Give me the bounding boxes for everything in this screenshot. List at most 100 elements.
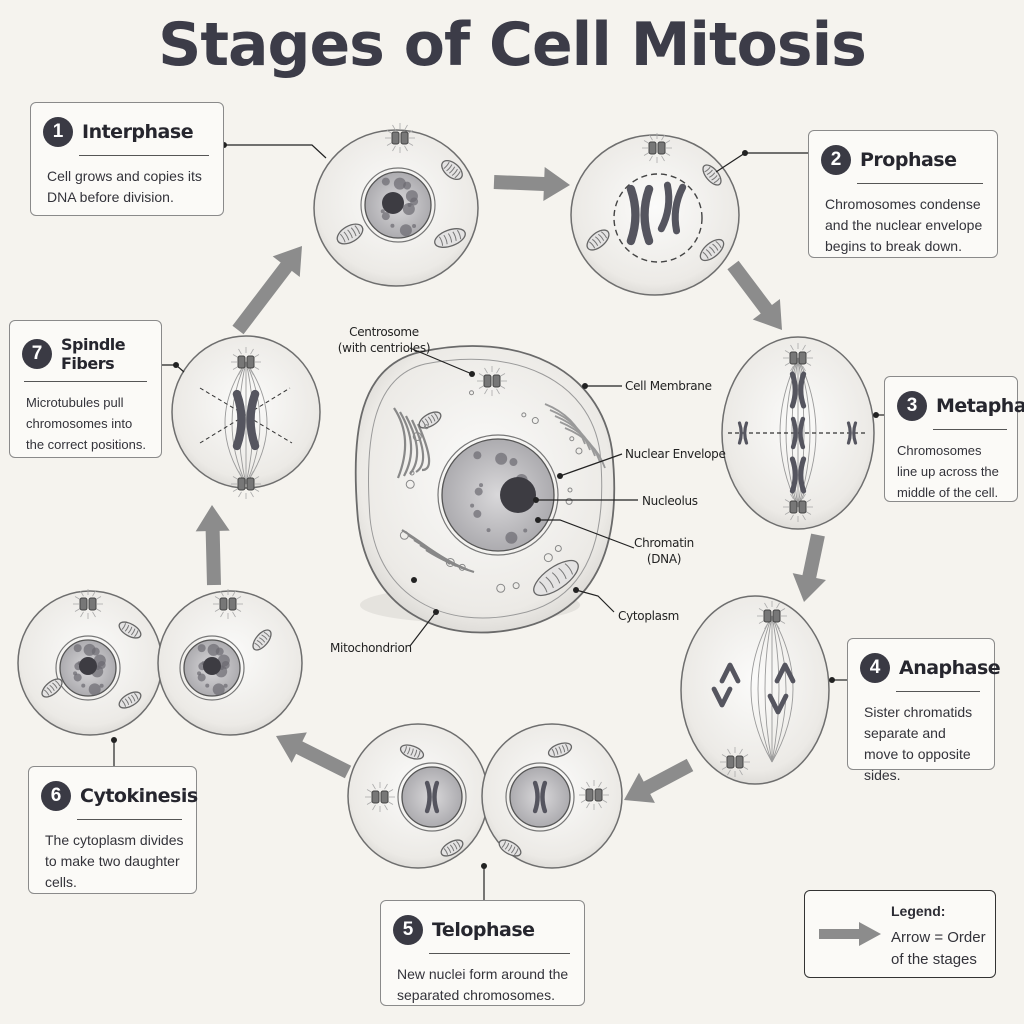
chromosome-shape	[789, 456, 807, 494]
chromosome-shape	[846, 421, 858, 445]
vesicle	[409, 470, 415, 476]
leader-line	[575, 589, 615, 613]
chromatin-spot	[390, 223, 395, 228]
nuclear-envelope-shape	[437, 434, 559, 556]
leader-dot	[742, 150, 748, 156]
chromosome-shape	[657, 181, 687, 235]
chromatin-spot	[81, 683, 86, 688]
chromatin-spot	[495, 452, 508, 465]
stage-card-interphase: 1 Interphase Cell grows and copies its DN…	[30, 102, 224, 216]
stage-name: Cytokinesis	[80, 785, 198, 807]
nucleolus-shape	[203, 657, 221, 675]
golgi-shape	[416, 423, 431, 472]
cycle-arrow	[624, 758, 694, 803]
leader-dot	[433, 609, 439, 615]
chromatin-spot	[73, 671, 78, 676]
stage-number-badge: 5	[393, 915, 423, 945]
leader-dot	[111, 737, 117, 743]
golgi-shape	[405, 415, 419, 475]
legend-arrow-icon	[819, 922, 881, 946]
mitochondrion-shape	[399, 744, 425, 760]
leader-dot	[573, 587, 579, 593]
chromatin-spot	[99, 683, 104, 688]
chromatin-spot	[380, 209, 385, 214]
cycle-arrow	[195, 505, 230, 586]
stage-description: Microtubules pull chromosomes into the c…	[26, 395, 146, 452]
nuclear-envelope-shape	[179, 635, 245, 701]
mitochondrion-shape	[547, 742, 573, 758]
centriole-shape	[385, 123, 415, 153]
mitochondrion-shape	[533, 559, 579, 597]
chromatin-spot	[205, 683, 210, 688]
stage-description: New nuclei form around the separated chr…	[397, 966, 569, 1003]
endoplasmic-reticulum-shape	[559, 421, 601, 463]
nucleolus-shape	[382, 192, 404, 214]
leader-dot	[173, 362, 179, 368]
nuclear-envelope-shape	[360, 167, 436, 243]
legend-title: Legend:	[891, 903, 946, 919]
divider	[933, 429, 1007, 430]
spindle-fiber	[771, 615, 787, 763]
chromatid-shape	[774, 662, 796, 684]
vesicle	[405, 479, 415, 489]
chromatin-spot	[97, 661, 106, 670]
cycle-arrow	[727, 260, 782, 330]
stage-description: The cytoplasm divides to make two daught…	[45, 832, 184, 890]
label-cell-membrane: Cell Membrane	[625, 379, 712, 393]
chromosome-shape	[424, 780, 440, 814]
page-title: Stages of Cell Mitosis	[158, 10, 867, 80]
spindle-fiber	[797, 357, 805, 508]
chromosome-shape	[232, 389, 260, 451]
spindle-fiber	[224, 361, 247, 485]
mitochondrion-shape	[440, 839, 464, 857]
chromatin-spot	[410, 197, 419, 206]
chromatin-spot	[505, 531, 518, 544]
label-mitochondrion: Mitochondrion	[330, 641, 412, 655]
stage-number-badge: 1	[43, 117, 73, 147]
divider	[79, 155, 209, 156]
leader-line	[162, 364, 185, 373]
stage-description: Cell grows and copies its DNA before div…	[47, 168, 202, 205]
chromatin-spot	[197, 671, 202, 676]
mitochondrion-shape	[336, 223, 364, 245]
spindle-fiber	[245, 361, 261, 485]
label-nuclear-envelope: Nuclear Envelope	[625, 447, 726, 461]
divider	[857, 183, 983, 184]
divider	[24, 381, 147, 382]
label-centrosome: Centrosome (with centrioles)	[337, 325, 431, 355]
stage-description: Chromosomes line up across the middle of…	[897, 443, 999, 500]
vesicle	[512, 582, 520, 590]
golgi-shape	[399, 411, 413, 477]
vesicle	[412, 432, 422, 442]
chromatin-spot	[479, 483, 484, 488]
chromatin-spot	[393, 177, 406, 190]
chromatid-shape	[719, 662, 741, 684]
stage-name: Interphase	[82, 121, 194, 143]
spindle-dashed	[199, 387, 293, 444]
endoplasmic-reticulum-shape	[554, 415, 596, 457]
mitochondrion-shape	[252, 629, 272, 651]
stage-number-badge: 7	[22, 339, 52, 369]
mitochondrion-shape	[441, 159, 463, 181]
cycle-arrow	[232, 246, 302, 335]
divider	[77, 819, 182, 820]
leader-line	[409, 611, 437, 647]
leader-dot	[535, 517, 541, 523]
legend-text: Arrow = Order of the stages	[891, 929, 986, 968]
vesicle	[496, 583, 506, 593]
chromatin-spot	[381, 212, 390, 221]
chromosome-shape	[790, 416, 806, 450]
vesicle	[458, 563, 466, 571]
leader-dot	[533, 497, 539, 503]
mitochondrion-shape	[586, 229, 610, 251]
leader-line	[559, 453, 623, 477]
centriole-shape	[579, 780, 609, 810]
golgi-shape	[393, 407, 407, 479]
stage-description: Sister chromatids separate and move to o…	[864, 704, 973, 783]
vesicle	[569, 436, 575, 442]
stage-card-metaphase: 3Metaphase Chromosomes line up across th…	[884, 376, 1024, 502]
leader-dot	[481, 863, 487, 869]
stage-number-badge: 2	[821, 145, 851, 175]
